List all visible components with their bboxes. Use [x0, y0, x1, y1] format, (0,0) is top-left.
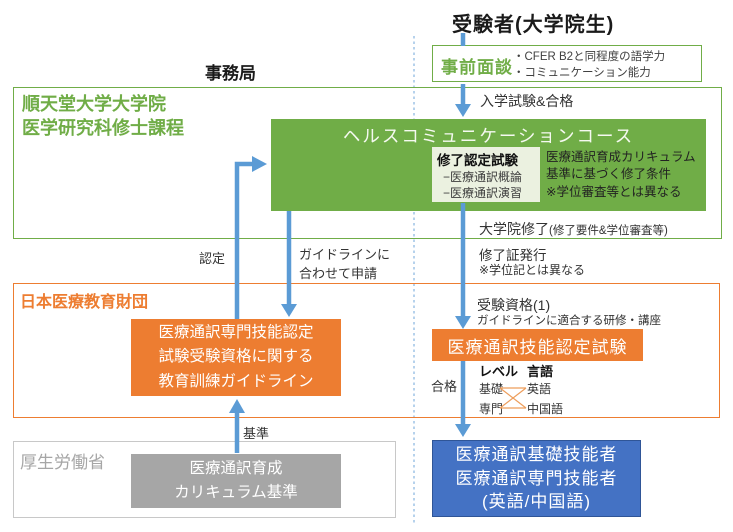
qualification-label: 受験資格(1) — [477, 297, 551, 313]
certified-interpreter-box: 医療通訳基礎技能者 医療通訳専門技能者 (英語/中国語) — [432, 440, 641, 517]
curriculum-standard-box: 医療通訳育成 カリキュラム基準 — [131, 454, 341, 508]
training-guideline-line: 教育訓練ガイドライン — [158, 372, 314, 390]
completion-exam-item: −医療通訳演習 — [443, 186, 523, 201]
curriculum-standard-line: 医療通訳育成 — [189, 459, 283, 477]
certify-label: 認定 — [199, 251, 226, 266]
certified-interpreter-line: (英語/中国語) — [481, 492, 592, 512]
graduation-label-note: (修了要件&学位審査等) — [549, 225, 668, 237]
pre-interview-bullet: ・コミュニケーション能力 — [513, 67, 651, 80]
course-title: ヘルスコミュニケーションコース — [342, 126, 635, 146]
certificate-note: ※学位記とは異なる — [479, 263, 586, 277]
curriculum-standard-line: カリキュラム基準 — [174, 484, 298, 501]
university-name: 順天堂大学大学院 医学研究科修士課程 — [22, 92, 184, 141]
skill-certification-exam-label: 医療通訳技能認定試験 — [447, 337, 628, 357]
entrance-exam-label: 入学試験&合格 — [480, 93, 574, 109]
matrix-level-professional: 専門 — [479, 402, 504, 416]
standard-label: 基準 — [243, 426, 270, 441]
training-guideline-box: 医療通訳専門技能認定 試験受験資格に関する 教育訓練ガイドライン — [131, 319, 341, 396]
skill-certification-exam-box: 医療通訳技能認定試験 — [432, 329, 643, 361]
matrix-language-english: 英語 — [527, 382, 552, 396]
certified-interpreter-line: 医療通訳基礎技能者 — [455, 444, 618, 464]
university-name-line: 順天堂大学大学院 — [22, 94, 166, 114]
foundation-section-box — [13, 283, 720, 418]
course-notes: 医療通訳育成カリキュラム 基準に基づく修了条件 ※学位審査等とは異なる — [546, 149, 696, 201]
ministry-section-box — [13, 441, 396, 518]
university-section-box — [13, 87, 722, 239]
pre-interview-bullet: ・CFER B2と同程度の語学力 — [513, 51, 666, 63]
completion-exam-title: 修了認定試験 — [437, 153, 518, 168]
office-label: 事務局 — [205, 64, 256, 83]
guideline-apply-line: ガイドラインに — [299, 247, 391, 262]
matrix-level-header: レベル — [479, 364, 519, 379]
pre-interview-box: 事前面談 ・CFER B2と同程度の語学力 ・コミュニケーション能力 — [432, 45, 702, 82]
completion-exam-box: 修了認定試験 −医療通訳概論 −医療通訳演習 — [432, 147, 540, 202]
course-note-line: ※学位審査等とは異なる — [546, 184, 682, 199]
guideline-apply-line: 合わせて申請 — [299, 265, 378, 281]
course-box: ヘルスコミュニケーションコース 修了認定試験 −医療通訳概論 −医療通訳演習 医… — [271, 119, 706, 211]
university-name-line: 医学研究科修士課程 — [22, 118, 184, 139]
course-note-line: 医療通訳育成カリキュラム — [546, 150, 696, 164]
ministry-name: 厚生労働省 — [20, 453, 105, 472]
guideline-apply-label: ガイドラインに 合わせて申請 — [299, 246, 390, 284]
certified-interpreter-line: 医療通訳専門技能者 — [455, 468, 618, 488]
pass-arrowhead-icon — [455, 424, 471, 437]
training-guideline-line: 試験受験資格に関する — [158, 348, 314, 366]
course-note-line: 基準に基づく修了条件 — [546, 167, 672, 182]
graduation-label-main: 大学院修了 — [479, 221, 549, 237]
foundation-name: 日本医療教育財団 — [20, 294, 149, 311]
matrix-level-basic: 基礎 — [479, 382, 504, 396]
matrix-language-chinese: 中国語 — [527, 402, 564, 416]
pre-interview-bullets: ・CFER B2と同程度の語学力 ・コミュニケーション能力 — [513, 49, 665, 81]
certificate-label: 修了証発行 — [479, 248, 547, 263]
examinee-title: 受験者(大学院生) — [452, 14, 615, 36]
pre-interview-title: 事前面談 — [441, 58, 513, 77]
graduation-label: 大学院修了(修了要件&学位審査等) — [479, 219, 668, 239]
qualification-note: ガイドラインに適合する研修・講座 — [477, 315, 661, 327]
pass-label: 合格 — [431, 379, 458, 394]
matrix-language-header: 言語 — [527, 364, 554, 379]
training-guideline-line: 医療通訳専門技能認定 — [158, 324, 314, 342]
completion-exam-item: −医療通訳概論 — [443, 170, 523, 184]
